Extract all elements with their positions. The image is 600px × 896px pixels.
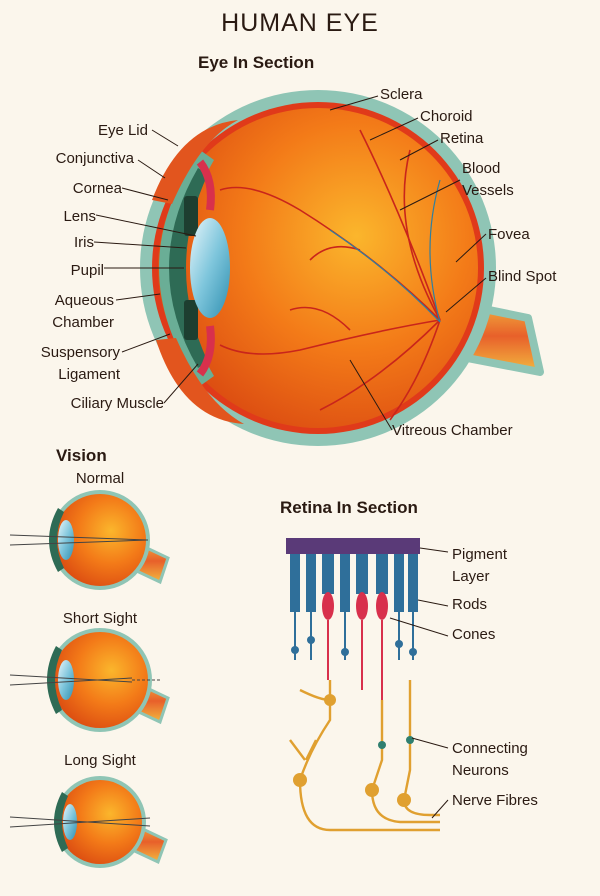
- cone-cell: [322, 554, 334, 680]
- label-nerve-fibres: Nerve Fibres: [452, 792, 538, 809]
- retina-cells: [290, 554, 418, 700]
- label-sclera: Sclera: [380, 86, 423, 103]
- vision-normal-eye: [10, 490, 168, 590]
- lens-shape: [190, 218, 230, 318]
- label-short-sight: Short Sight: [30, 610, 170, 627]
- label-choroid: Choroid: [420, 108, 473, 125]
- retina-heading: Retina In Section: [280, 498, 418, 518]
- label-pupil: Pupil: [71, 262, 104, 279]
- label-lens: Lens: [63, 208, 96, 225]
- label-rods: Rods: [452, 596, 487, 613]
- iris-upper: [184, 196, 198, 236]
- label-blind-spot: Blind Spot: [488, 268, 556, 285]
- label-vitreous-chamber: Vitreous Chamber: [392, 422, 513, 439]
- rod-cell: [408, 554, 418, 660]
- label-connecting-neurons: Neurons: [452, 762, 509, 779]
- label-pigment-layer: Layer: [452, 568, 490, 585]
- label-fovea: Fovea: [488, 226, 530, 243]
- rod-cell: [394, 554, 404, 660]
- label-ciliary-muscle: Ciliary Muscle: [71, 395, 164, 412]
- rod-cell: [290, 554, 300, 660]
- label-eye-lid: Eye Lid: [98, 122, 148, 139]
- label-cornea: Cornea: [73, 180, 122, 197]
- retina-section: [286, 538, 440, 830]
- label-suspensory: Suspensory: [41, 344, 120, 361]
- label-normal: Normal: [30, 470, 170, 487]
- vision-heading: Vision: [56, 446, 107, 466]
- vision-short-sight-eye: [10, 628, 168, 732]
- eye-section-heading: Eye In Section: [198, 53, 314, 73]
- label-blood: Blood: [462, 160, 500, 177]
- label-aqueous-chamber: Chamber: [52, 314, 114, 331]
- label-pigment: Pigment: [452, 546, 507, 563]
- page-title: HUMAN EYE: [0, 9, 600, 38]
- label-retina: Retina: [440, 130, 483, 147]
- label-cones: Cones: [452, 626, 495, 643]
- label-blood-vessels: Vessels: [462, 182, 514, 199]
- label-iris: Iris: [74, 234, 94, 251]
- iris-lower: [184, 300, 198, 340]
- label-long-sight: Long Sight: [30, 752, 170, 769]
- vision-long-sight-eye: [10, 776, 166, 868]
- label-aqueous: Aqueous: [55, 292, 114, 309]
- cone-cell: [376, 554, 388, 700]
- rod-cell: [306, 554, 316, 660]
- cone-cell: [356, 554, 368, 690]
- rod-cell: [340, 554, 350, 660]
- label-suspensory-ligament: Ligament: [58, 366, 120, 383]
- label-connecting: Connecting: [452, 740, 528, 757]
- label-conjunctiva: Conjunctiva: [56, 150, 134, 167]
- connecting-neurons: [290, 680, 440, 830]
